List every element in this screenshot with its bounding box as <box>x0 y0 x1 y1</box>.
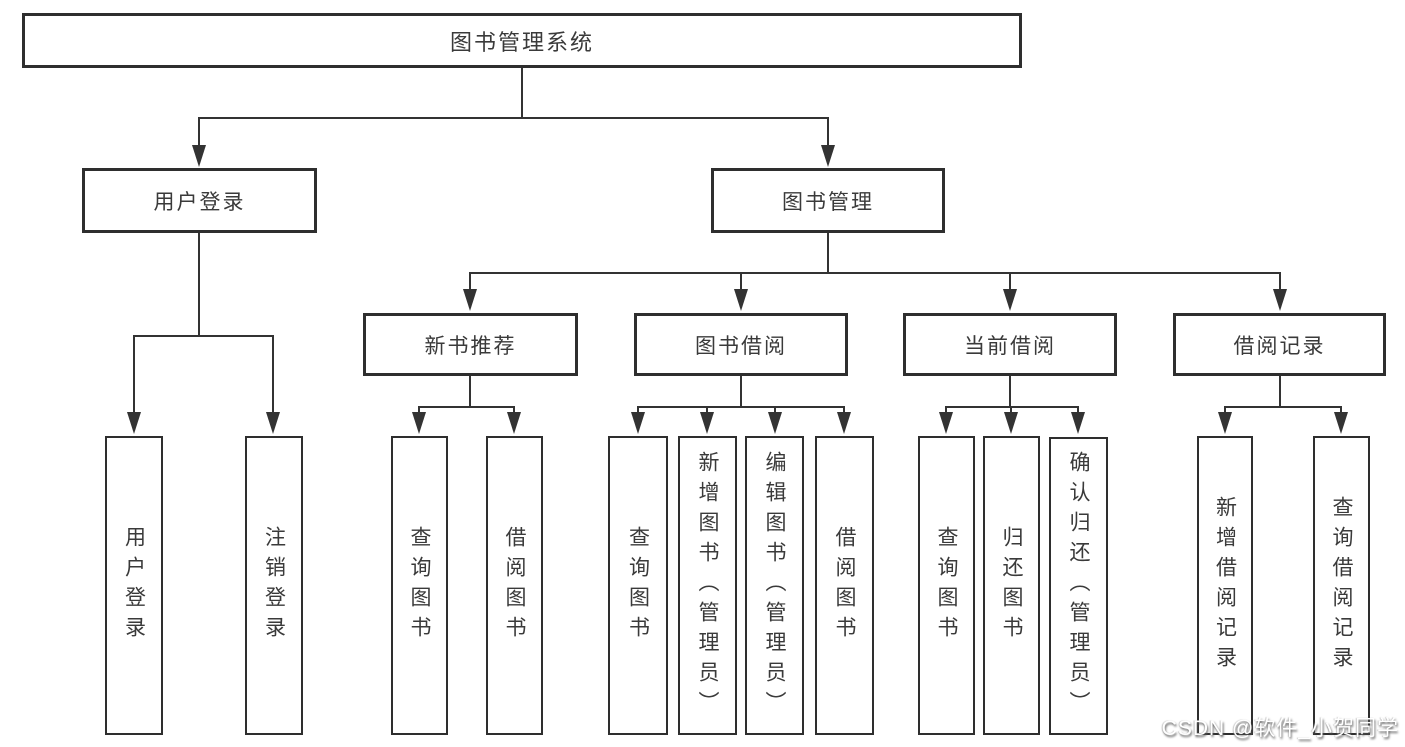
node-system-root: 图书管理系统 <box>22 13 1022 68</box>
arrowheads <box>127 145 1348 434</box>
node-leaf-edit-books-admin: 编辑图书（管理员） <box>745 436 804 735</box>
leaf-label: 查询借阅记录 <box>1330 495 1353 676</box>
leaf-label: 用户登录 <box>122 525 146 646</box>
leaf-label: 借阅图书 <box>833 525 856 646</box>
node-leaf-return-books: 归还图书 <box>983 436 1040 735</box>
node-leaf-add-borrow-record: 新增借阅记录 <box>1197 436 1253 735</box>
node-leaf-add-books-admin: 新增图书（管理员） <box>678 436 737 735</box>
edge-borrow-records-children <box>1224 376 1342 414</box>
node-book-borrow: 图书借阅 <box>634 313 848 376</box>
leaf-label: 确认归还（管理员） <box>1067 451 1090 721</box>
leaf-label: 查询图书 <box>935 525 958 646</box>
node-leaf-logout: 注销登录 <box>245 436 303 735</box>
leaf-label: 编辑图书（管理员） <box>763 450 786 721</box>
node-leaf-borrow-books-2: 借阅图书 <box>815 436 874 735</box>
edge-book-borrow-children <box>637 376 845 414</box>
edge-current-borrow-children <box>945 376 1079 414</box>
node-new-book-recommend: 新书推荐 <box>363 313 578 376</box>
node-user-login-group: 用户登录 <box>82 168 317 233</box>
node-leaf-query-books-2: 查询图书 <box>608 436 668 735</box>
leaf-label: 归还图书 <box>1000 525 1023 646</box>
node-current-borrow: 当前借阅 <box>903 313 1117 376</box>
node-leaf-query-books-3: 查询图书 <box>918 436 975 735</box>
edge-user-login-children <box>133 233 274 414</box>
leaf-label: 注销登录 <box>262 525 286 646</box>
edge-book-mgmt-children <box>469 233 1281 291</box>
node-leaf-user-login: 用户登录 <box>105 436 163 735</box>
node-borrow-records: 借阅记录 <box>1173 313 1386 376</box>
node-book-management: 图书管理 <box>711 168 945 233</box>
leaf-label: 新增借阅记录 <box>1213 495 1237 676</box>
leaf-label: 新增图书（管理员） <box>696 450 719 721</box>
leaf-label: 借阅图书 <box>503 525 526 646</box>
edge-root-to-level1 <box>198 68 829 147</box>
node-leaf-query-borrow-record: 查询借阅记录 <box>1313 436 1370 735</box>
node-leaf-confirm-return-admin: 确认归还（管理员） <box>1049 437 1108 735</box>
watermark: CSDN @软件_小贺同学 <box>1161 717 1399 740</box>
leaf-label: 查询图书 <box>626 525 650 646</box>
node-leaf-query-books-1: 查询图书 <box>391 436 448 735</box>
node-leaf-borrow-books-1: 借阅图书 <box>486 436 543 735</box>
edge-new-book-children <box>418 376 515 414</box>
leaf-label: 查询图书 <box>408 525 431 646</box>
